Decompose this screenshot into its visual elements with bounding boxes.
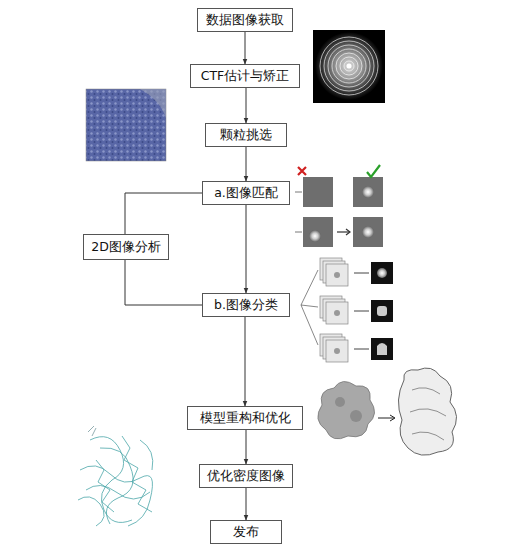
- box-label: 模型重构和优化: [200, 411, 291, 425]
- box-label: 颗粒挑选: [220, 128, 272, 142]
- density-map: [78, 426, 153, 526]
- process-box: 优化密度图像: [199, 464, 293, 488]
- box-label: 2D图像分析: [91, 240, 161, 254]
- process-box: a.图像匹配: [202, 181, 290, 205]
- micrograph: [86, 89, 166, 161]
- class-averages: [301, 258, 393, 362]
- process-box: 2D图像分析: [83, 234, 169, 260]
- flow-connector: [246, 205, 247, 293]
- flow-connector: [246, 430, 247, 464]
- process-box: 数据图像获取: [197, 8, 293, 32]
- process-box: 颗粒挑选: [205, 123, 287, 147]
- box-label: 优化密度图像: [207, 469, 285, 483]
- flow-connector: [246, 88, 247, 123]
- box-label: b.图像分类: [214, 298, 278, 312]
- flow-connector: [245, 317, 246, 406]
- process-box: 发布: [210, 520, 282, 544]
- ctf-spectrum: [313, 30, 385, 103]
- process-box: b.图像分类: [202, 293, 290, 317]
- flow-connector: [125, 260, 202, 305]
- flow-connector: [125, 193, 202, 234]
- box-label: a.图像匹配: [214, 186, 278, 200]
- box-label: CTF估计与矫正: [201, 69, 290, 83]
- flow-connector: [246, 488, 247, 520]
- process-box: CTF估计与矫正: [190, 64, 300, 88]
- box-label: 发布: [233, 525, 259, 539]
- 3d-models: [318, 368, 457, 455]
- particle-matching: [295, 165, 383, 247]
- flow-connector: [246, 147, 247, 181]
- flow-connector: [245, 32, 246, 64]
- box-label: 数据图像获取: [206, 13, 284, 27]
- process-box: 模型重构和优化: [187, 406, 303, 430]
